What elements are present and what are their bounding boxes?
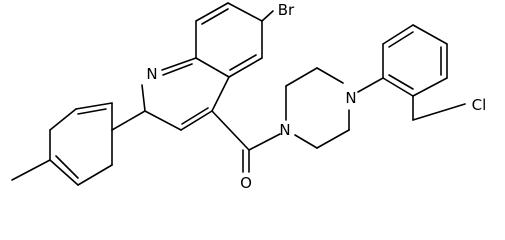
molecule-drawing: N Br O N N <box>11 1 487 192</box>
tolyl-ring <box>11 102 146 186</box>
c-cl-bond <box>412 103 466 121</box>
piperazine-n4-label: N <box>345 89 356 107</box>
carbonyl-oxygen-label: O <box>240 174 252 192</box>
c-br-bond <box>261 10 274 22</box>
quinoline-benzo-ring <box>195 2 263 78</box>
piperazine-ring <box>285 67 350 149</box>
piperazine-n1-label: N <box>279 121 290 139</box>
quinoline-nitrogen-label: N <box>146 65 157 83</box>
quinoline-pyridine-ring <box>141 57 230 131</box>
structure-diagram: N Br O N N <box>11 1 487 192</box>
chlorine-label: Cl <box>472 96 487 114</box>
chlorophenyl-ring <box>357 24 466 121</box>
bromine-label: Br <box>278 1 295 19</box>
carbonyl-group <box>211 110 281 173</box>
